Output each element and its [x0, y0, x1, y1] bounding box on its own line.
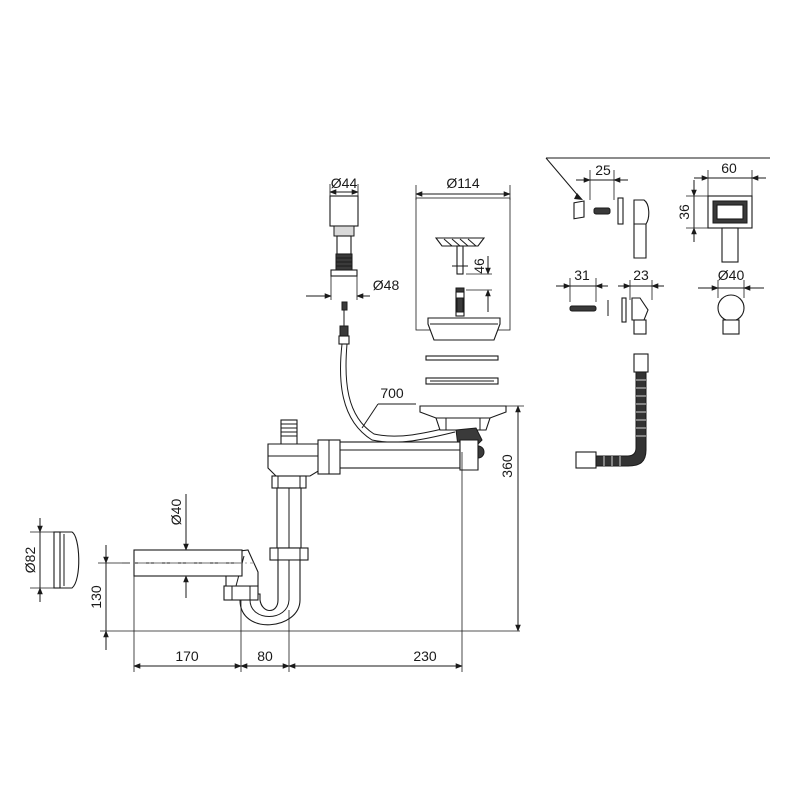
strainer-assembly: Ø114 46 [415, 175, 511, 431]
dim-w80: 80 [257, 648, 273, 664]
siphon-assembly: Ø40 [122, 419, 485, 626]
end-cap: Ø82 [22, 518, 80, 602]
dim-h46: 46 [471, 258, 487, 274]
dim-w230: 230 [413, 648, 437, 664]
dim-h130: 130 [88, 585, 104, 609]
dim-w60: 60 [721, 160, 737, 176]
dim-w170: 170 [175, 648, 199, 664]
popup-cable: 700 [340, 343, 456, 443]
overflow-parts: 25 60 36 31 [545, 157, 770, 335]
dim-d40-overflow: Ø40 [718, 267, 745, 283]
dim-w23: 23 [633, 267, 649, 283]
dim-cable-700: 700 [380, 385, 404, 401]
base-dimensions: 130 360 170 80 230 [88, 405, 524, 672]
dim-d114: Ø114 [446, 175, 479, 191]
dim-d48: Ø48 [373, 277, 400, 293]
dim-d82: Ø82 [22, 547, 38, 574]
dim-w31: 31 [574, 267, 590, 283]
dim-w25: 25 [595, 162, 611, 178]
flexible-hose [575, 353, 649, 469]
dim-h360: 360 [499, 454, 515, 478]
dim-d44: Ø44 [331, 175, 358, 191]
dim-h36: 36 [676, 204, 692, 220]
dim-d40-pipe: Ø40 [168, 499, 184, 526]
popup-knob-assembly: Ø44 Ø48 [306, 175, 400, 345]
